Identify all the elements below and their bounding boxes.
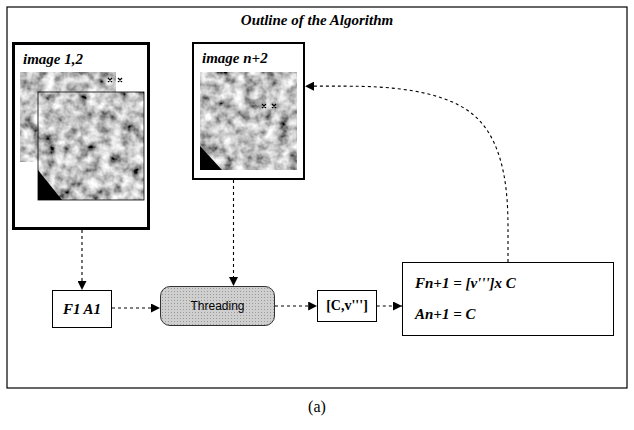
dashed-arrow xyxy=(81,230,82,290)
node-label: F1 A1 xyxy=(63,301,101,318)
node-label: [C,v'''] xyxy=(326,298,368,314)
dashed-arrow xyxy=(112,307,160,308)
ultrasound-image xyxy=(20,72,144,200)
node-label: image 1,2 xyxy=(23,51,83,68)
node-label: An+1 = C xyxy=(415,306,475,323)
node-label: Fn+1 = [v''']x C xyxy=(415,275,516,292)
outer-frame xyxy=(7,7,627,388)
dashed-arrow xyxy=(377,305,402,306)
image-frame: image 1,2 xyxy=(12,42,150,230)
figure-caption: (a) xyxy=(0,398,634,416)
dashed-arrow xyxy=(233,180,234,286)
image-frame: image n+2 xyxy=(192,42,305,180)
dashed-arrow xyxy=(275,305,317,306)
update-box: Fn+1 = [v''']x C An+1 = C xyxy=(402,262,614,336)
node-label: image n+2 xyxy=(202,50,268,67)
ultrasound-image xyxy=(200,72,297,170)
process-box: Threading xyxy=(160,286,275,326)
diagram-title: Outline of the Algorithm xyxy=(0,12,634,29)
state-box: F1 A1 xyxy=(52,290,112,328)
result-box: [C,v'''] xyxy=(317,290,377,322)
dashed-arrow xyxy=(305,86,508,262)
node-label: Threading xyxy=(190,299,244,313)
